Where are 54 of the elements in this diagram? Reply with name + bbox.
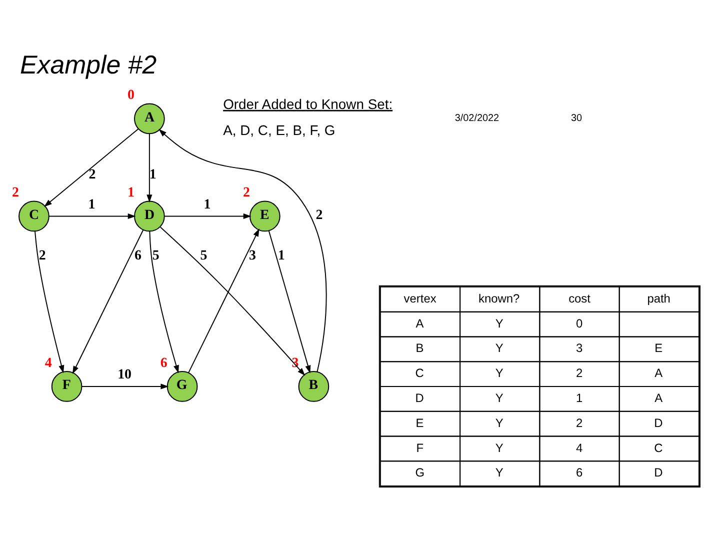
- label: A: [416, 316, 424, 330]
- label: vertex: [404, 290, 436, 305]
- edge-label: 10: [118, 367, 132, 382]
- node-label: 2: [12, 185, 20, 200]
- label: D: [415, 390, 424, 405]
- label: Y: [495, 390, 504, 405]
- label: Y: [495, 415, 504, 430]
- label: cost: [568, 290, 590, 305]
- label: Y: [495, 366, 504, 380]
- label: 3/02/2022: [454, 112, 500, 124]
- node-label: 4: [44, 355, 52, 370]
- label: Y: [495, 316, 504, 330]
- edge-label: 2: [88, 167, 96, 182]
- node-label: 0: [128, 87, 135, 102]
- edge-label: 1: [88, 196, 96, 212]
- edge-label: 1: [204, 196, 211, 212]
- label: 6: [576, 465, 583, 480]
- edge-label: 5: [152, 248, 160, 263]
- label: Y: [495, 340, 504, 355]
- edge-label: 6: [134, 248, 142, 263]
- edge-label: 1: [149, 167, 156, 182]
- label: B: [416, 340, 424, 355]
- node-label: 1: [128, 185, 135, 200]
- edge-label: 2: [316, 207, 323, 222]
- label: C: [654, 440, 663, 454]
- label: D: [654, 415, 663, 430]
- label: E: [654, 340, 663, 355]
- node-label: 6: [160, 355, 168, 370]
- label: 2: [576, 415, 583, 430]
- label: 0: [576, 316, 583, 330]
- label: 2: [576, 366, 583, 380]
- node-label: 2: [243, 185, 250, 200]
- label: known?: [478, 290, 520, 305]
- label: 3: [576, 340, 583, 355]
- edge-label: 5: [200, 248, 208, 263]
- label: C: [415, 366, 424, 380]
- label: Y: [495, 440, 504, 454]
- label: G: [415, 465, 425, 480]
- edge-label: 2: [38, 248, 46, 263]
- label: path: [647, 290, 670, 305]
- label: Order Added to Known Set:: [223, 95, 393, 112]
- label: E: [416, 415, 424, 430]
- label: F: [416, 440, 424, 454]
- edge-label: 1: [278, 248, 285, 263]
- label: A, D, C, E, B, F, G: [223, 121, 336, 138]
- label: A: [654, 390, 663, 405]
- diagram-title: Example #2: [20, 51, 157, 80]
- edge-label: 3: [248, 248, 256, 263]
- label: D: [654, 465, 663, 480]
- label: 1: [576, 390, 583, 405]
- label: Y: [495, 465, 504, 480]
- label: A: [654, 366, 663, 380]
- label: 30: [571, 112, 582, 124]
- label: 4: [576, 440, 583, 454]
